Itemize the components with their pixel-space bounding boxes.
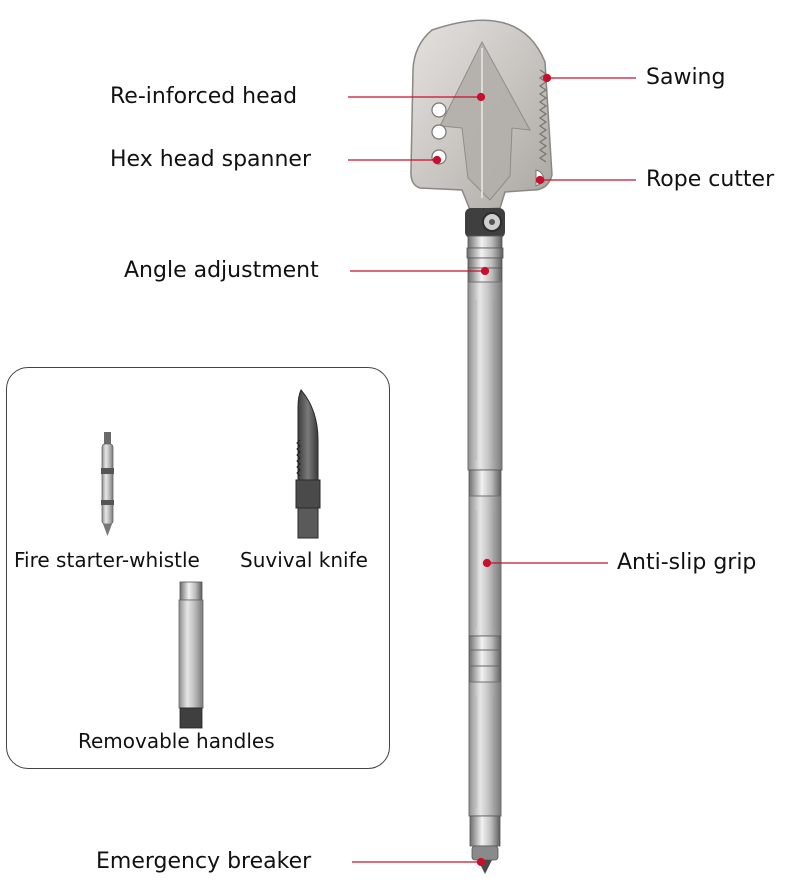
label-reinforced-head: Re-inforced head xyxy=(110,84,298,109)
label-fire-starter-whistle: Fire starter-whistle xyxy=(14,548,200,572)
accessories-box xyxy=(6,367,390,769)
shovel-blade xyxy=(410,19,553,211)
label-removable-handles: Removable handles xyxy=(78,729,275,753)
label-emergency-breaker: Emergency breaker xyxy=(96,849,312,874)
label-survival-knife: Suvival knife xyxy=(240,548,368,572)
label-anti-slip-grip: Anti-slip grip xyxy=(617,550,757,575)
angle-adjustment-joint xyxy=(465,208,505,283)
label-rope-cutter: Rope cutter xyxy=(646,167,775,192)
leader-lines xyxy=(348,73,636,867)
fire-starter-whistle-image xyxy=(101,432,114,536)
label-angle-adjustment: Angle adjustment xyxy=(124,258,319,283)
removable-handles-image xyxy=(178,581,204,729)
shovel-pole xyxy=(467,281,503,874)
survival-knife-image xyxy=(295,389,321,539)
label-sawing: Sawing xyxy=(646,65,726,90)
label-hex-head-spanner: Hex head spanner xyxy=(110,147,311,172)
